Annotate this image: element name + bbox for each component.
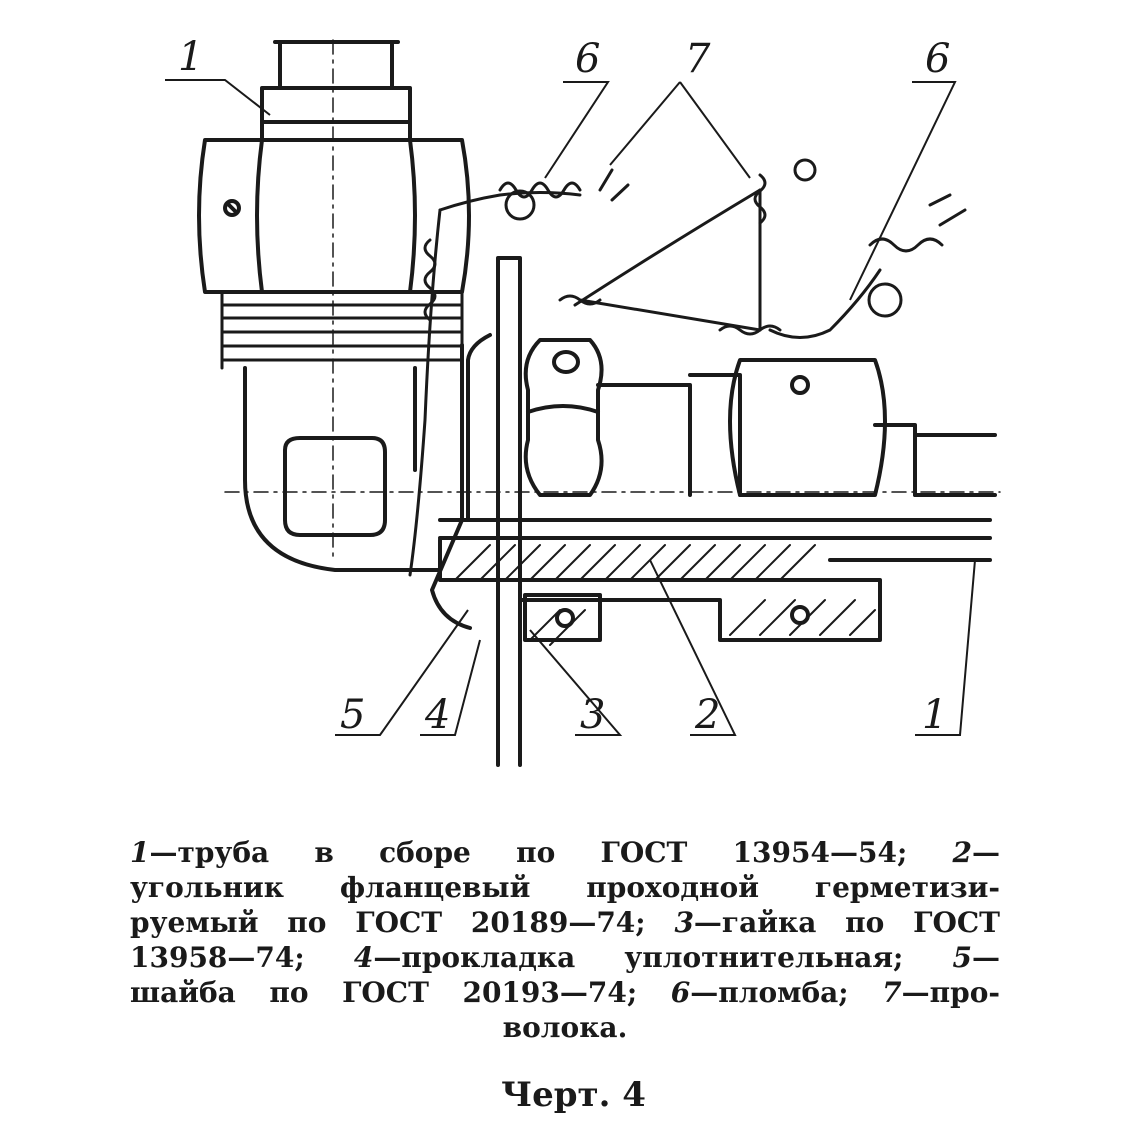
legend-line-3: руемый по ГОСТ 20189—74; 3—гайка по ГОСТ	[130, 906, 1000, 939]
flange-body	[430, 333, 492, 630]
thread-section	[220, 290, 464, 370]
label-bottom-3: 3	[580, 692, 605, 738]
coupling-body	[596, 358, 997, 497]
label-seal-left-6: 6	[575, 36, 600, 82]
legend-line-4: 13958—74; 4—прокладка уплотнительная; 5—	[130, 941, 1000, 974]
horizontal-pipe	[438, 518, 992, 642]
vertical-pipe	[260, 40, 412, 124]
legend-line-1: 1—труба в сборе по ГОСТ 13954—54; 2—	[130, 836, 1000, 869]
lock-nut	[523, 593, 810, 642]
label-top-1: 1	[178, 34, 203, 80]
legend-line-5: шайба по ГОСТ 20193—74; 6—пломба; 7—про-	[130, 976, 1000, 1009]
seal-wire	[408, 158, 967, 577]
nut-3	[523, 338, 604, 497]
assembly-drawing: 1 6 7 6 5 4 3 2 1	[165, 34, 1001, 767]
label-bottom-5: 5	[340, 692, 365, 738]
label-bottom-4: 4	[424, 692, 450, 738]
section-hatch	[454, 544, 876, 646]
label-bottom-2: 2	[694, 692, 720, 738]
label-seal-right-6: 6	[925, 36, 950, 82]
legend-caption: 1—труба в сборе по ГОСТ 13954—54; 2— уго…	[130, 835, 1000, 1045]
center-lines	[224, 39, 1001, 561]
figure-title: Черт. 4	[501, 1075, 646, 1115]
leader-lines	[165, 79, 976, 736]
hex-nut-top	[197, 120, 471, 294]
label-bottom-1: 1	[922, 692, 947, 738]
wall-plate	[496, 256, 522, 767]
legend-line-6: волока.	[502, 1011, 628, 1044]
label-wire-7: 7	[685, 36, 711, 82]
legend-line-2: угольник фланцевый проходной герметизи-	[130, 871, 1000, 904]
elbow-fitting	[243, 366, 442, 572]
